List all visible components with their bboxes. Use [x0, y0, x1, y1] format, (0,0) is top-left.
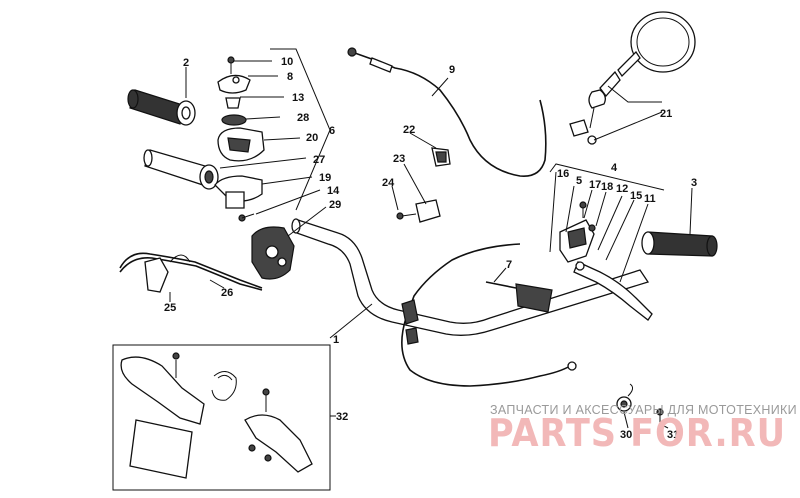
- small-fittings: [616, 383, 664, 428]
- throttle-cable: [347, 47, 547, 177]
- right-lever-assembly: [559, 201, 653, 321]
- left-switch: [251, 226, 295, 280]
- part-number-2: 2: [183, 57, 189, 69]
- part-number-21: 21: [660, 108, 672, 120]
- watermark-logo: PARTS FOR.RU: [488, 411, 786, 455]
- lever-cable: [401, 243, 577, 387]
- part-number-16: 16: [557, 168, 569, 180]
- part-number-5: 5: [576, 175, 582, 187]
- switch-wiring: [119, 252, 263, 293]
- part-number-31: 31: [667, 429, 679, 441]
- part-number-12: 12: [616, 183, 628, 195]
- throttle-tube: [143, 149, 219, 190]
- part-number-7: 7: [506, 259, 512, 271]
- part-number-1: 1: [333, 334, 339, 346]
- leader-lines: [169, 48, 693, 429]
- part-number-18: 18: [601, 181, 613, 193]
- part-number-6: 6: [329, 125, 335, 137]
- watermark: ЗАПЧАСТИ И АКСЕССУАРЫ ДЛЯ МОТОТЕХНИКИ PA…: [488, 403, 797, 455]
- part-number-23: 23: [393, 153, 405, 165]
- part-number-11: 11: [644, 193, 656, 205]
- part-numbers: 1 2 3 4 5 6 7 8 9 10 11 12 13 14 15 16 1…: [164, 56, 697, 441]
- right-grip: [641, 231, 718, 257]
- part-number-22: 22: [403, 124, 415, 136]
- handlebar-tube: [291, 218, 650, 336]
- part-number-13: 13: [292, 92, 304, 104]
- screws-left: [227, 56, 255, 222]
- part-number-19: 19: [319, 172, 331, 184]
- part-number-20: 20: [306, 132, 318, 144]
- handguard-kit-box: [112, 344, 331, 491]
- part-number-10: 10: [281, 56, 293, 68]
- part-number-25: 25: [164, 302, 176, 314]
- part-number-30: 30: [620, 429, 632, 441]
- clamp-parts: [396, 147, 451, 223]
- part-number-28: 28: [297, 112, 309, 124]
- part-number-29: 29: [329, 199, 341, 211]
- part-number-3: 3: [691, 177, 697, 189]
- part-number-4: 4: [611, 162, 618, 174]
- throttle-housing: [214, 74, 265, 209]
- part-number-17: 17: [589, 179, 601, 191]
- part-number-14: 14: [327, 185, 340, 197]
- part-number-8: 8: [287, 71, 293, 83]
- part-number-32: 32: [336, 411, 348, 423]
- part-number-27: 27: [313, 154, 325, 166]
- watermark-tagline: ЗАПЧАСТИ И АКСЕССУАРЫ ДЛЯ МОТОТЕХНИКИ: [490, 403, 797, 417]
- part-number-15: 15: [630, 190, 642, 202]
- mirror: [569, 11, 696, 145]
- part-number-9: 9: [449, 64, 455, 76]
- part-number-24: 24: [382, 177, 395, 189]
- left-grip: [127, 89, 196, 126]
- part-number-26: 26: [221, 287, 233, 299]
